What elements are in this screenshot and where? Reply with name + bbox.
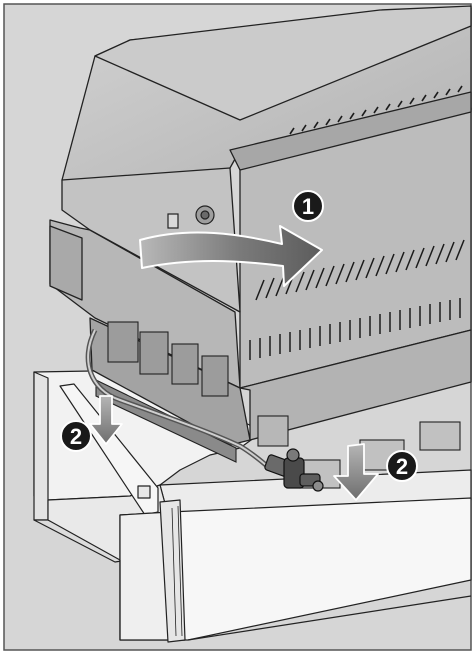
top-vent-slots xyxy=(289,85,463,135)
front-vent-slots xyxy=(249,239,465,360)
step-callout-2-right: 2 xyxy=(386,450,418,482)
gas-valve-icon xyxy=(264,448,324,492)
step-callout-2-left: 2 xyxy=(60,420,92,452)
down-arrow-icon xyxy=(333,443,379,501)
step-callout-1: 1 xyxy=(292,190,324,222)
down-arrow-icon xyxy=(89,395,123,445)
side-knob-icon xyxy=(167,205,215,229)
step-label: 1 xyxy=(302,194,314,219)
step-label: 2 xyxy=(70,424,82,449)
curved-arrow-icon xyxy=(139,225,323,287)
gas-hose xyxy=(85,328,274,472)
step-label: 2 xyxy=(396,454,408,479)
appliance-body xyxy=(49,5,472,446)
internal-components xyxy=(95,321,461,489)
